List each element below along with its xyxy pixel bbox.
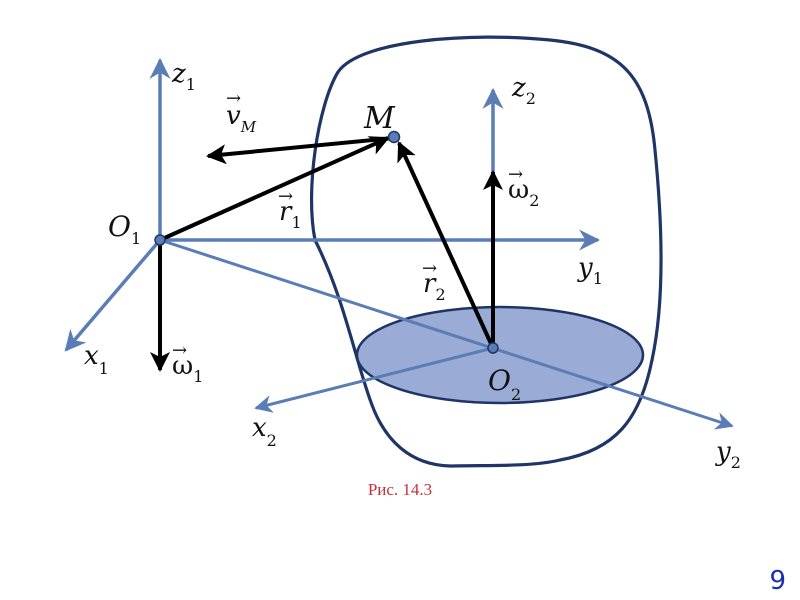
- origin-o1-point: [154, 234, 166, 246]
- label-o2: O2: [488, 364, 521, 404]
- label-z1: z1: [171, 59, 196, 94]
- label-x1: x1: [84, 341, 109, 378]
- label-point-m: M: [363, 101, 396, 136]
- label-o1: O1: [108, 210, 141, 248]
- vector-mark-omega1: →: [172, 340, 187, 361]
- figure-caption: Рис. 14.3: [367, 480, 433, 499]
- axis-o1-o2-y2: [159, 238, 734, 430]
- label-y1: y1: [577, 253, 603, 288]
- label-omega2: ω2: [508, 175, 539, 210]
- label-r1: r1: [279, 197, 302, 232]
- vector-v-m: [206, 136, 395, 165]
- axis-x2: [254, 346, 494, 413]
- label-y2: y2: [715, 437, 741, 472]
- label-v-m: vM: [226, 101, 257, 136]
- point-m-dot: [387, 130, 401, 144]
- axis-x1: [64, 238, 162, 352]
- vector-mark-omega2: →: [508, 164, 523, 185]
- origin-o2-point: [487, 342, 499, 354]
- rigid-body-outline: [309, 35, 663, 468]
- vector-r1: [159, 136, 390, 242]
- label-r2: r2: [423, 269, 446, 304]
- vector-mark-r2: →: [422, 258, 437, 279]
- label-z2: z2: [511, 73, 536, 108]
- page-number: 9: [769, 566, 786, 596]
- base-disk: [355, 305, 645, 405]
- vector-r2: [397, 141, 495, 349]
- vector-mark-r1: →: [278, 186, 293, 207]
- label-x2: x2: [252, 413, 277, 450]
- label-omega1: ω1: [172, 351, 203, 386]
- vector-mark-v: →: [226, 88, 241, 109]
